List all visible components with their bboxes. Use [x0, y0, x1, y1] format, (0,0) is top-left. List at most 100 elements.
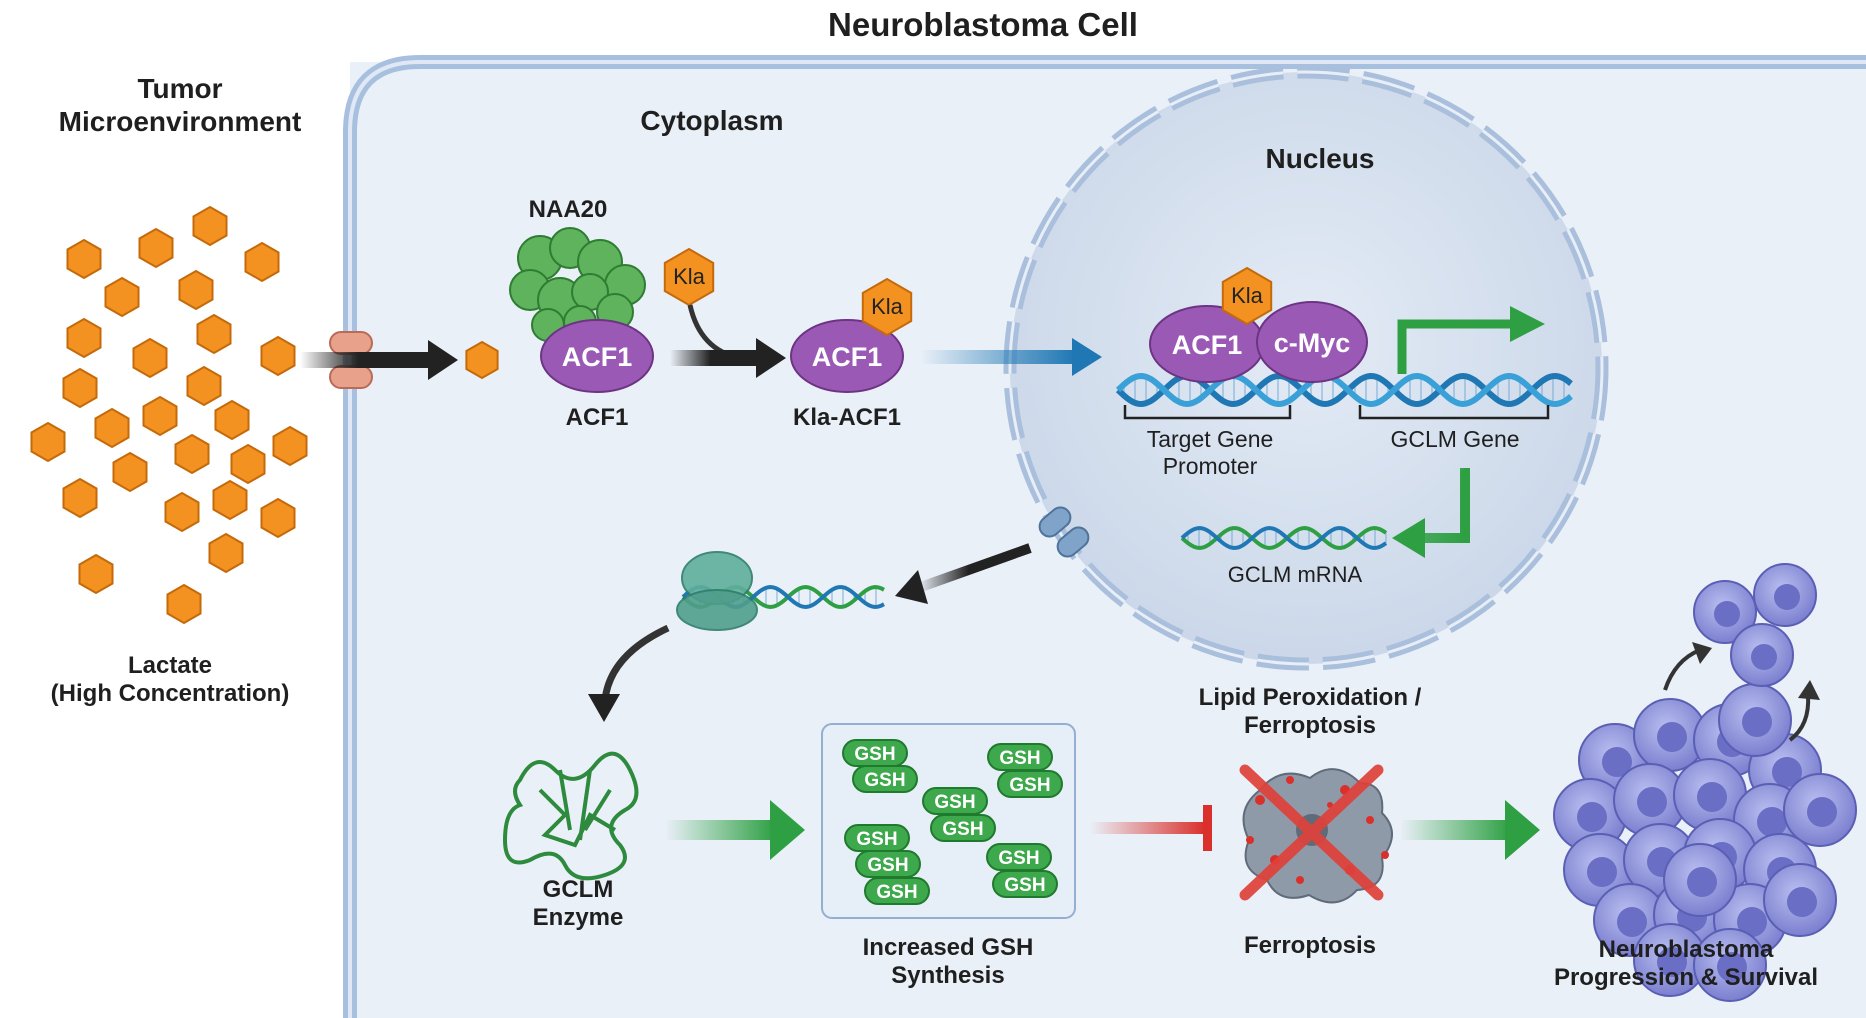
lactate-hexagon: [192, 205, 228, 247]
lactate-hexagon: [208, 532, 244, 574]
target-promoter-label: Target Gene Promoter: [1147, 426, 1274, 480]
lipid-line-2: Ferroptosis: [1243, 712, 1377, 740]
lactate-molecules: [30, 205, 308, 625]
synthesis-arrow-shaft: [665, 820, 775, 840]
lactate-label: Lactate (High Concentration): [51, 652, 290, 709]
lactate-hexagon: [62, 477, 98, 519]
metastatic-cell-nucleus: [1714, 601, 1740, 627]
gclm-mrna-strand: [1180, 525, 1388, 551]
lactate-hexagon: [104, 276, 140, 318]
metastatic-cell-nucleus: [1774, 584, 1800, 610]
gsh-text: GSH: [867, 855, 908, 876]
gsh-synthesis-label: Increased GSH Synthesis: [863, 934, 1034, 991]
gsh-text: GSH: [864, 770, 905, 791]
gsh-pill: [930, 814, 996, 842]
naa20-label: NAA20: [528, 196, 608, 223]
gclm-enzyme-line-2: Enzyme: [532, 904, 624, 932]
tumor-cell-nucleus: [1742, 707, 1772, 737]
tumor-cell-nucleus: [1717, 952, 1747, 982]
lactate-hexagon: [94, 407, 130, 449]
tumor-cell-nucleus: [1657, 947, 1687, 977]
c-myc-label: c-Myc: [1274, 328, 1351, 358]
transcription-start-arrowhead: [1510, 306, 1545, 342]
lipid-line-1: Lipid Peroxidation /: [1198, 684, 1422, 711]
gsh-pill: [852, 765, 918, 793]
mrna-export-arrow: [916, 543, 1032, 593]
lactate-hexagon: [166, 583, 202, 625]
tme-line-2: Microenvironment: [58, 106, 302, 138]
translation-arrowhead: [588, 694, 620, 722]
gsh-synthesis-line-2: Synthesis: [891, 962, 1005, 990]
lactate-hexagon: [142, 395, 178, 437]
lactate-hexagon: [66, 317, 102, 359]
outcome-line-1: Neuroblastoma: [1598, 936, 1774, 963]
tumor-cell-cluster: [1553, 563, 1857, 1002]
inhibition-bar: [1203, 805, 1212, 851]
kla-hexagon: [663, 247, 715, 307]
c-myc-protein: [1256, 301, 1368, 383]
promoter-bracket: [1123, 405, 1292, 420]
gsh-text: GSH: [999, 748, 1040, 769]
nuclear-import-arrow-shaft: [920, 350, 1075, 364]
tumor-cell-nucleus: [1602, 747, 1632, 777]
tumor-cell-nucleus: [1737, 907, 1767, 937]
lactate-hexagon: [112, 451, 148, 493]
acf1-protein: [540, 319, 654, 393]
lactate-hexagon: [174, 433, 210, 475]
tumor-cell-nucleus: [1587, 857, 1617, 887]
lactate-hexagon: [62, 367, 98, 409]
mrna-export-arrowhead: [895, 570, 928, 604]
progression-arrowhead: [1505, 800, 1540, 860]
lactate-hexagon: [260, 497, 296, 539]
nuclear-import-arrowhead: [1072, 338, 1102, 376]
kla-label-bound: Kla: [871, 294, 904, 319]
gsh-pill: [997, 770, 1063, 798]
kla-acf1-protein-label: ACF1: [812, 342, 883, 372]
acf1-label: ACF1: [562, 342, 633, 372]
ferroptosis-label: Ferroptosis: [1243, 932, 1377, 959]
progression-arrow-shaft: [1400, 820, 1510, 840]
kla-label-nuclear: Kla: [1231, 283, 1264, 308]
ribosome-icon: [676, 551, 758, 631]
tumor-cell-nucleus: [1577, 802, 1607, 832]
tumor-microenvironment-label: Tumor Microenvironment: [59, 72, 302, 138]
lactate-import-arrowhead: [428, 340, 458, 380]
gclm-enzyme-label: GCLM Enzyme: [533, 876, 624, 933]
lactate-hexagon: [132, 337, 168, 379]
kla-acf1-protein: [790, 319, 904, 393]
gclm-gene-bracket: [1358, 405, 1550, 420]
lactate-line-2: (High Concentration): [50, 680, 290, 708]
kla-hexagon-nuclear: [1221, 266, 1273, 326]
lactate-hexagon: [260, 335, 296, 377]
tumor-cell-nucleus: [1787, 887, 1817, 917]
outcome-line-2: Progression & Survival: [1553, 964, 1819, 992]
metastasis-arrow-2: [1788, 694, 1811, 742]
lactate-hexagon: [244, 241, 280, 283]
tme-line-1: Tumor: [137, 73, 223, 104]
gsh-text: GSH: [876, 882, 917, 903]
acf1-caption: ACF1: [565, 404, 629, 431]
outcome-label: Neuroblastoma Progression & Survival: [1554, 936, 1818, 993]
lactate-hexagon: [196, 313, 232, 355]
synthesis-arrowhead: [770, 800, 805, 860]
lactate-hexagon: [178, 269, 214, 311]
lactate-hexagon: [78, 553, 114, 595]
lactate-hexagon: [272, 425, 308, 467]
acylation-arrowhead: [756, 338, 786, 378]
gsh-pill: [864, 877, 930, 905]
lactate-import-arrow-shaft: [300, 352, 430, 368]
tumor-cell-nucleus: [1697, 782, 1727, 812]
acylation-arrow-shaft: [670, 350, 760, 366]
lactate-molecule-imported: [465, 340, 499, 380]
lactate-hexagon: [212, 479, 248, 521]
tumor-cell-nucleus: [1757, 807, 1787, 837]
nuclear-pore-icon: [1038, 506, 1090, 558]
transcription-arrowhead: [1392, 518, 1425, 558]
metastatic-cell-nucleus: [1751, 644, 1777, 670]
diagram-title: Neuroblastoma Cell: [828, 6, 1138, 43]
gsh-text: GSH: [998, 848, 1039, 869]
lactate-hexagon: [186, 365, 222, 407]
lactate-line-1: Lactate: [127, 652, 213, 679]
